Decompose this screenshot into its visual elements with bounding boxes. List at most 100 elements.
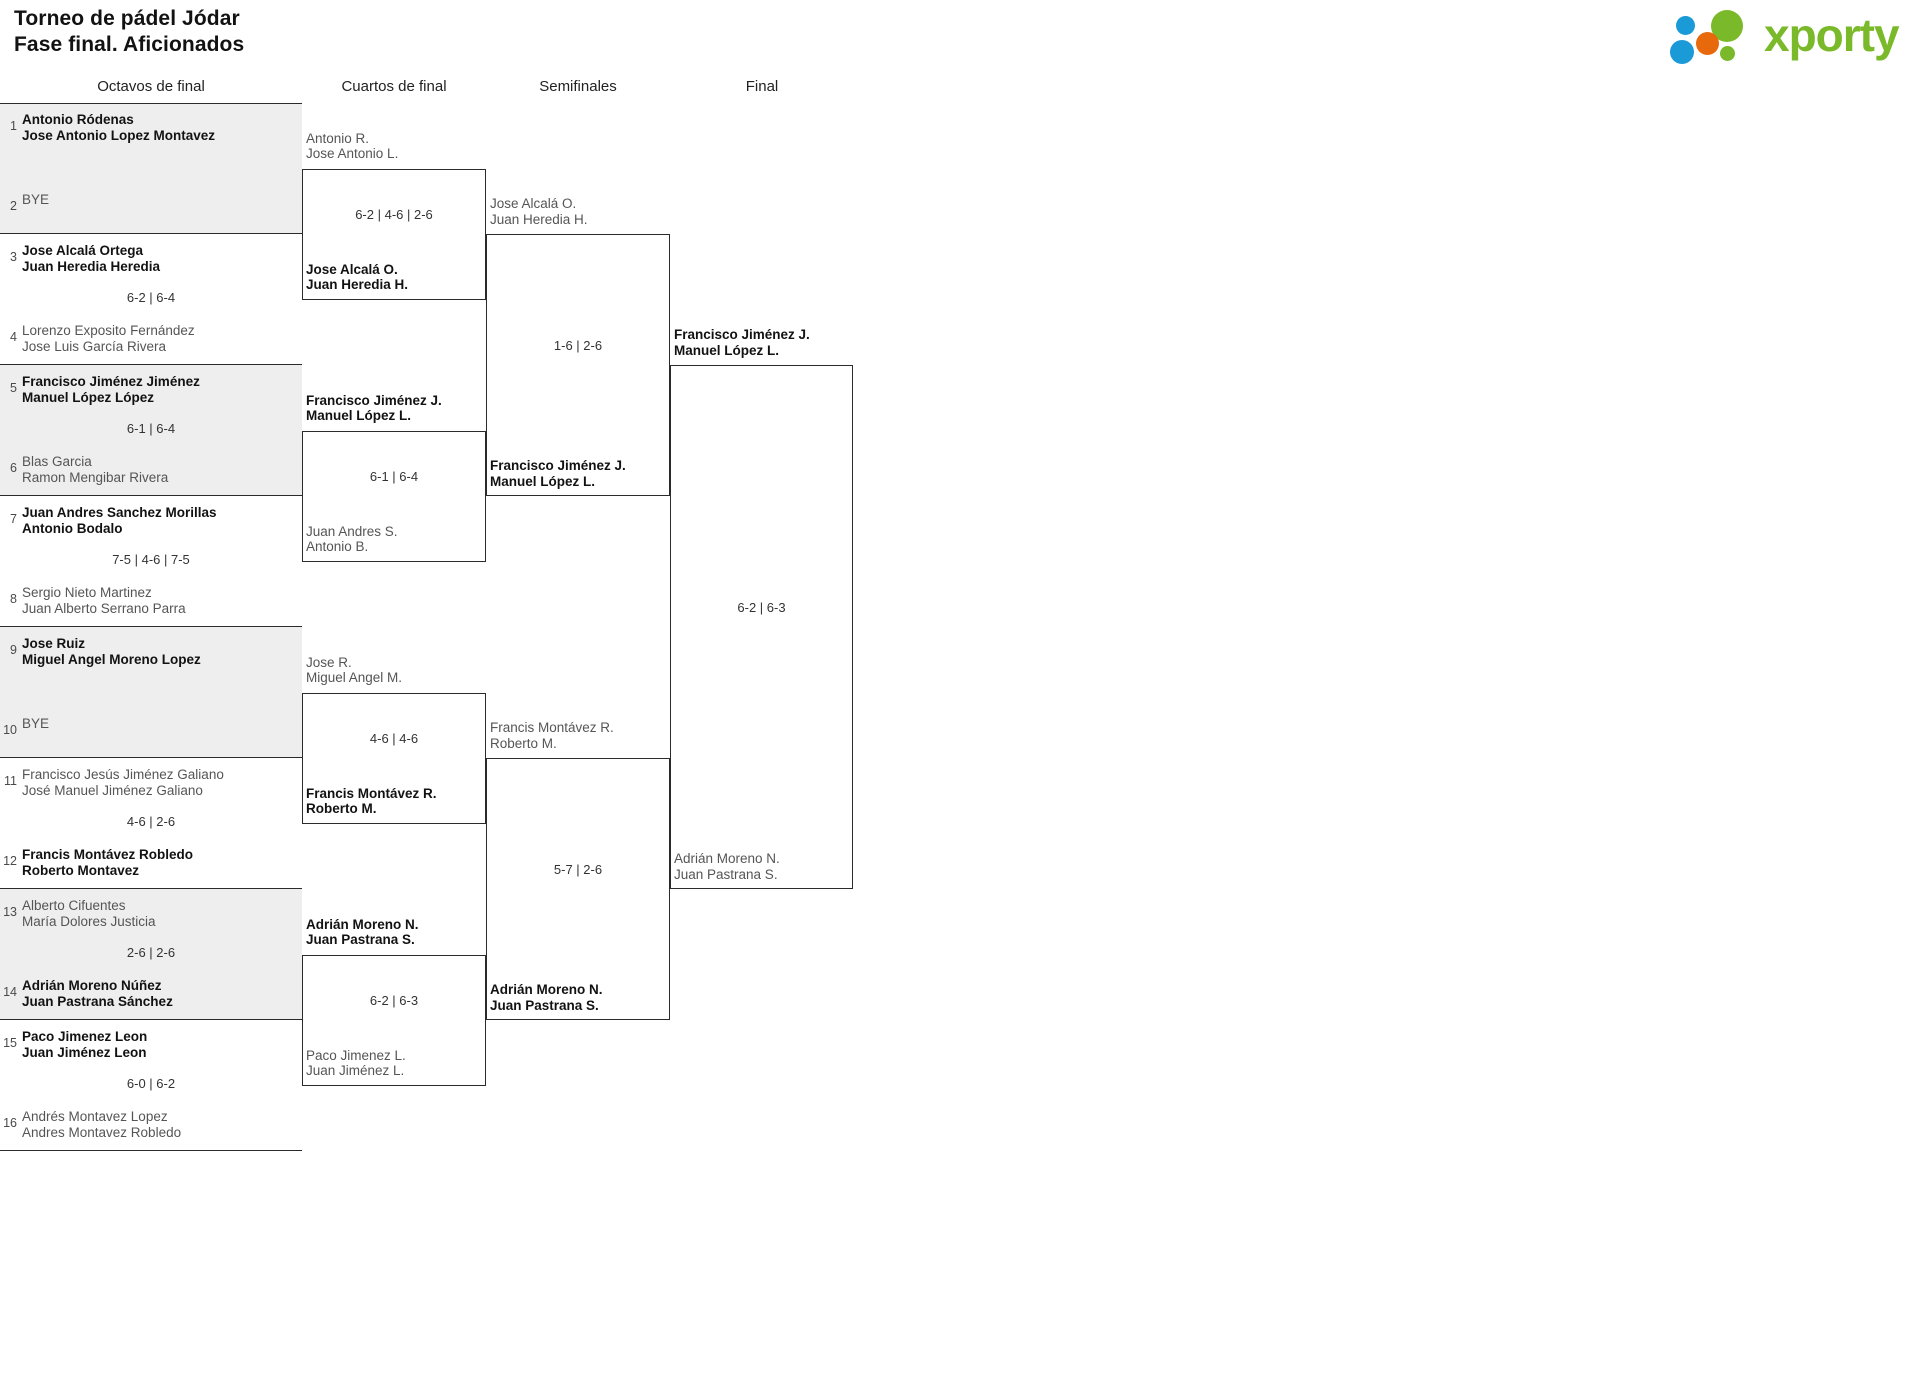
round-header-octavos: Octavos de final [97, 78, 205, 95]
round2-bottom-team[interactable]: Paco Jimenez L.Juan Jiménez L. [306, 1048, 406, 1079]
seed-number: 6 [10, 461, 17, 475]
player-name: Antonio R. [306, 130, 370, 146]
player-name: Juan Heredia H. [490, 211, 588, 227]
player-name: Roberto M. [306, 801, 377, 816]
round2-top-team[interactable]: Antonio R.Jose Antonio L. [306, 131, 398, 162]
player-name: Francisco Jiménez J. [674, 327, 810, 342]
player-name: Roberto M. [490, 735, 557, 751]
player-name: Francis Montávez R. [306, 785, 437, 801]
player-name: Juan Pastrana S. [306, 932, 415, 947]
seed-number: 12 [3, 854, 17, 868]
match-score: 1-6 | 2-6 [553, 338, 603, 353]
player-name: José Manuel Jiménez Galiano [22, 782, 203, 798]
xporty-logo: xporty [1668, 6, 1904, 64]
player-name: Adrián Moreno Núñez [22, 978, 162, 993]
player-name: Jose Ruiz [22, 636, 86, 651]
round1-match[interactable] [0, 234, 302, 365]
round2-top-team[interactable]: Jose R.Miguel Angel M. [306, 655, 402, 686]
player-name: Juan Andres Sanchez Morillas [22, 505, 217, 520]
player-name: Juan Heredia Heredia [22, 258, 161, 274]
round1-match[interactable] [0, 627, 302, 758]
player-name: Manuel López L. [306, 408, 412, 423]
seed-number: 4 [10, 330, 17, 344]
player-name: Francisco Jesús Jiménez Galiano [22, 767, 224, 782]
round2-top-team[interactable]: Francisco Jiménez J.Manuel López L. [306, 393, 442, 424]
round1-match[interactable] [0, 365, 302, 496]
round2-connector[interactable] [302, 954, 486, 1086]
round2-connector[interactable] [302, 168, 486, 300]
round1-bottom-team[interactable]: 2 BYE [0, 191, 302, 214]
round3-top-team[interactable]: Francis Montávez R.Roberto M. [490, 720, 614, 751]
round3-bottom-team[interactable]: Adrián Moreno N.Juan Pastrana S. [490, 982, 603, 1013]
round3-connector[interactable] [486, 758, 670, 1020]
round2-connector[interactable] [302, 430, 486, 562]
player-name: Jose Alcalá O. [490, 196, 577, 211]
seed-number: 3 [10, 250, 17, 264]
bye-label: BYE [22, 716, 50, 731]
round1-match[interactable] [0, 496, 302, 627]
round2-bottom-team[interactable]: Jose Alcalá O.Juan Heredia H. [306, 262, 408, 293]
player-name: Francis Montávez R. [490, 720, 614, 735]
player-name: Juan Pastrana Sánchez [22, 993, 173, 1009]
round3-bottom-team[interactable]: Francisco Jiménez J.Manuel López L. [490, 458, 626, 489]
round-header-semifinales: Semifinales [539, 78, 617, 95]
player-name: Andres Montavez Robledo [22, 1124, 182, 1140]
match-score: 6-2 | 6-4 [126, 290, 176, 305]
match-score: 4-6 | 4-6 [369, 731, 419, 746]
player-name: Juan Heredia H. [306, 277, 409, 292]
logo-wordmark: xporty [1764, 9, 1900, 61]
player-name: Francis Montávez Robledo [22, 847, 194, 862]
player-name: Adrián Moreno N. [490, 982, 603, 997]
match-score: 6-1 | 6-4 [126, 421, 176, 436]
round2-bottom-team[interactable]: Juan Andres S.Antonio B. [306, 524, 398, 555]
seed-number: 11 [4, 774, 17, 788]
tournament-title: Torneo de pádel Jódar [14, 7, 240, 30]
round1-match[interactable] [0, 889, 302, 1020]
round3-connector[interactable] [486, 234, 670, 496]
player-name: Manuel López López [22, 389, 155, 405]
round2-connector[interactable] [302, 692, 486, 824]
seed-number: 2 [10, 199, 17, 213]
bye-label: BYE [22, 192, 50, 207]
player-name: Jose Antonio Lopez Montavez [22, 127, 216, 143]
player-name: Paco Jimenez Leon [22, 1029, 148, 1044]
player-name: Blas Garcia [22, 454, 92, 469]
round2-top-team[interactable]: Adrián Moreno N.Juan Pastrana S. [306, 917, 419, 948]
round1-match[interactable] [0, 103, 302, 234]
round4-connector[interactable] [670, 365, 853, 889]
player-name: Antonio B. [306, 539, 369, 554]
round3-top-team[interactable]: Jose Alcalá O.Juan Heredia H. [490, 196, 588, 227]
round4-bottom-team[interactable]: Adrián Moreno N.Juan Pastrana S. [674, 851, 780, 882]
round2-bottom-team[interactable]: Francis Montávez R.Roberto M. [306, 786, 437, 817]
round1-match[interactable] [0, 1020, 302, 1151]
round-header-final: Final [745, 78, 779, 95]
match-score: 2-6 | 2-6 [126, 945, 176, 960]
round-header-cuartos: Cuartos de final [341, 78, 447, 95]
seed-number: 8 [10, 592, 17, 606]
player-name: Paco Jimenez L. [306, 1047, 406, 1063]
round1-match[interactable] [0, 758, 302, 889]
page-title: Torneo de pádel Jódar Fase final. Aficio… [14, 6, 244, 58]
round4-top-team[interactable]: Francisco Jiménez J.Manuel López L. [674, 327, 810, 358]
